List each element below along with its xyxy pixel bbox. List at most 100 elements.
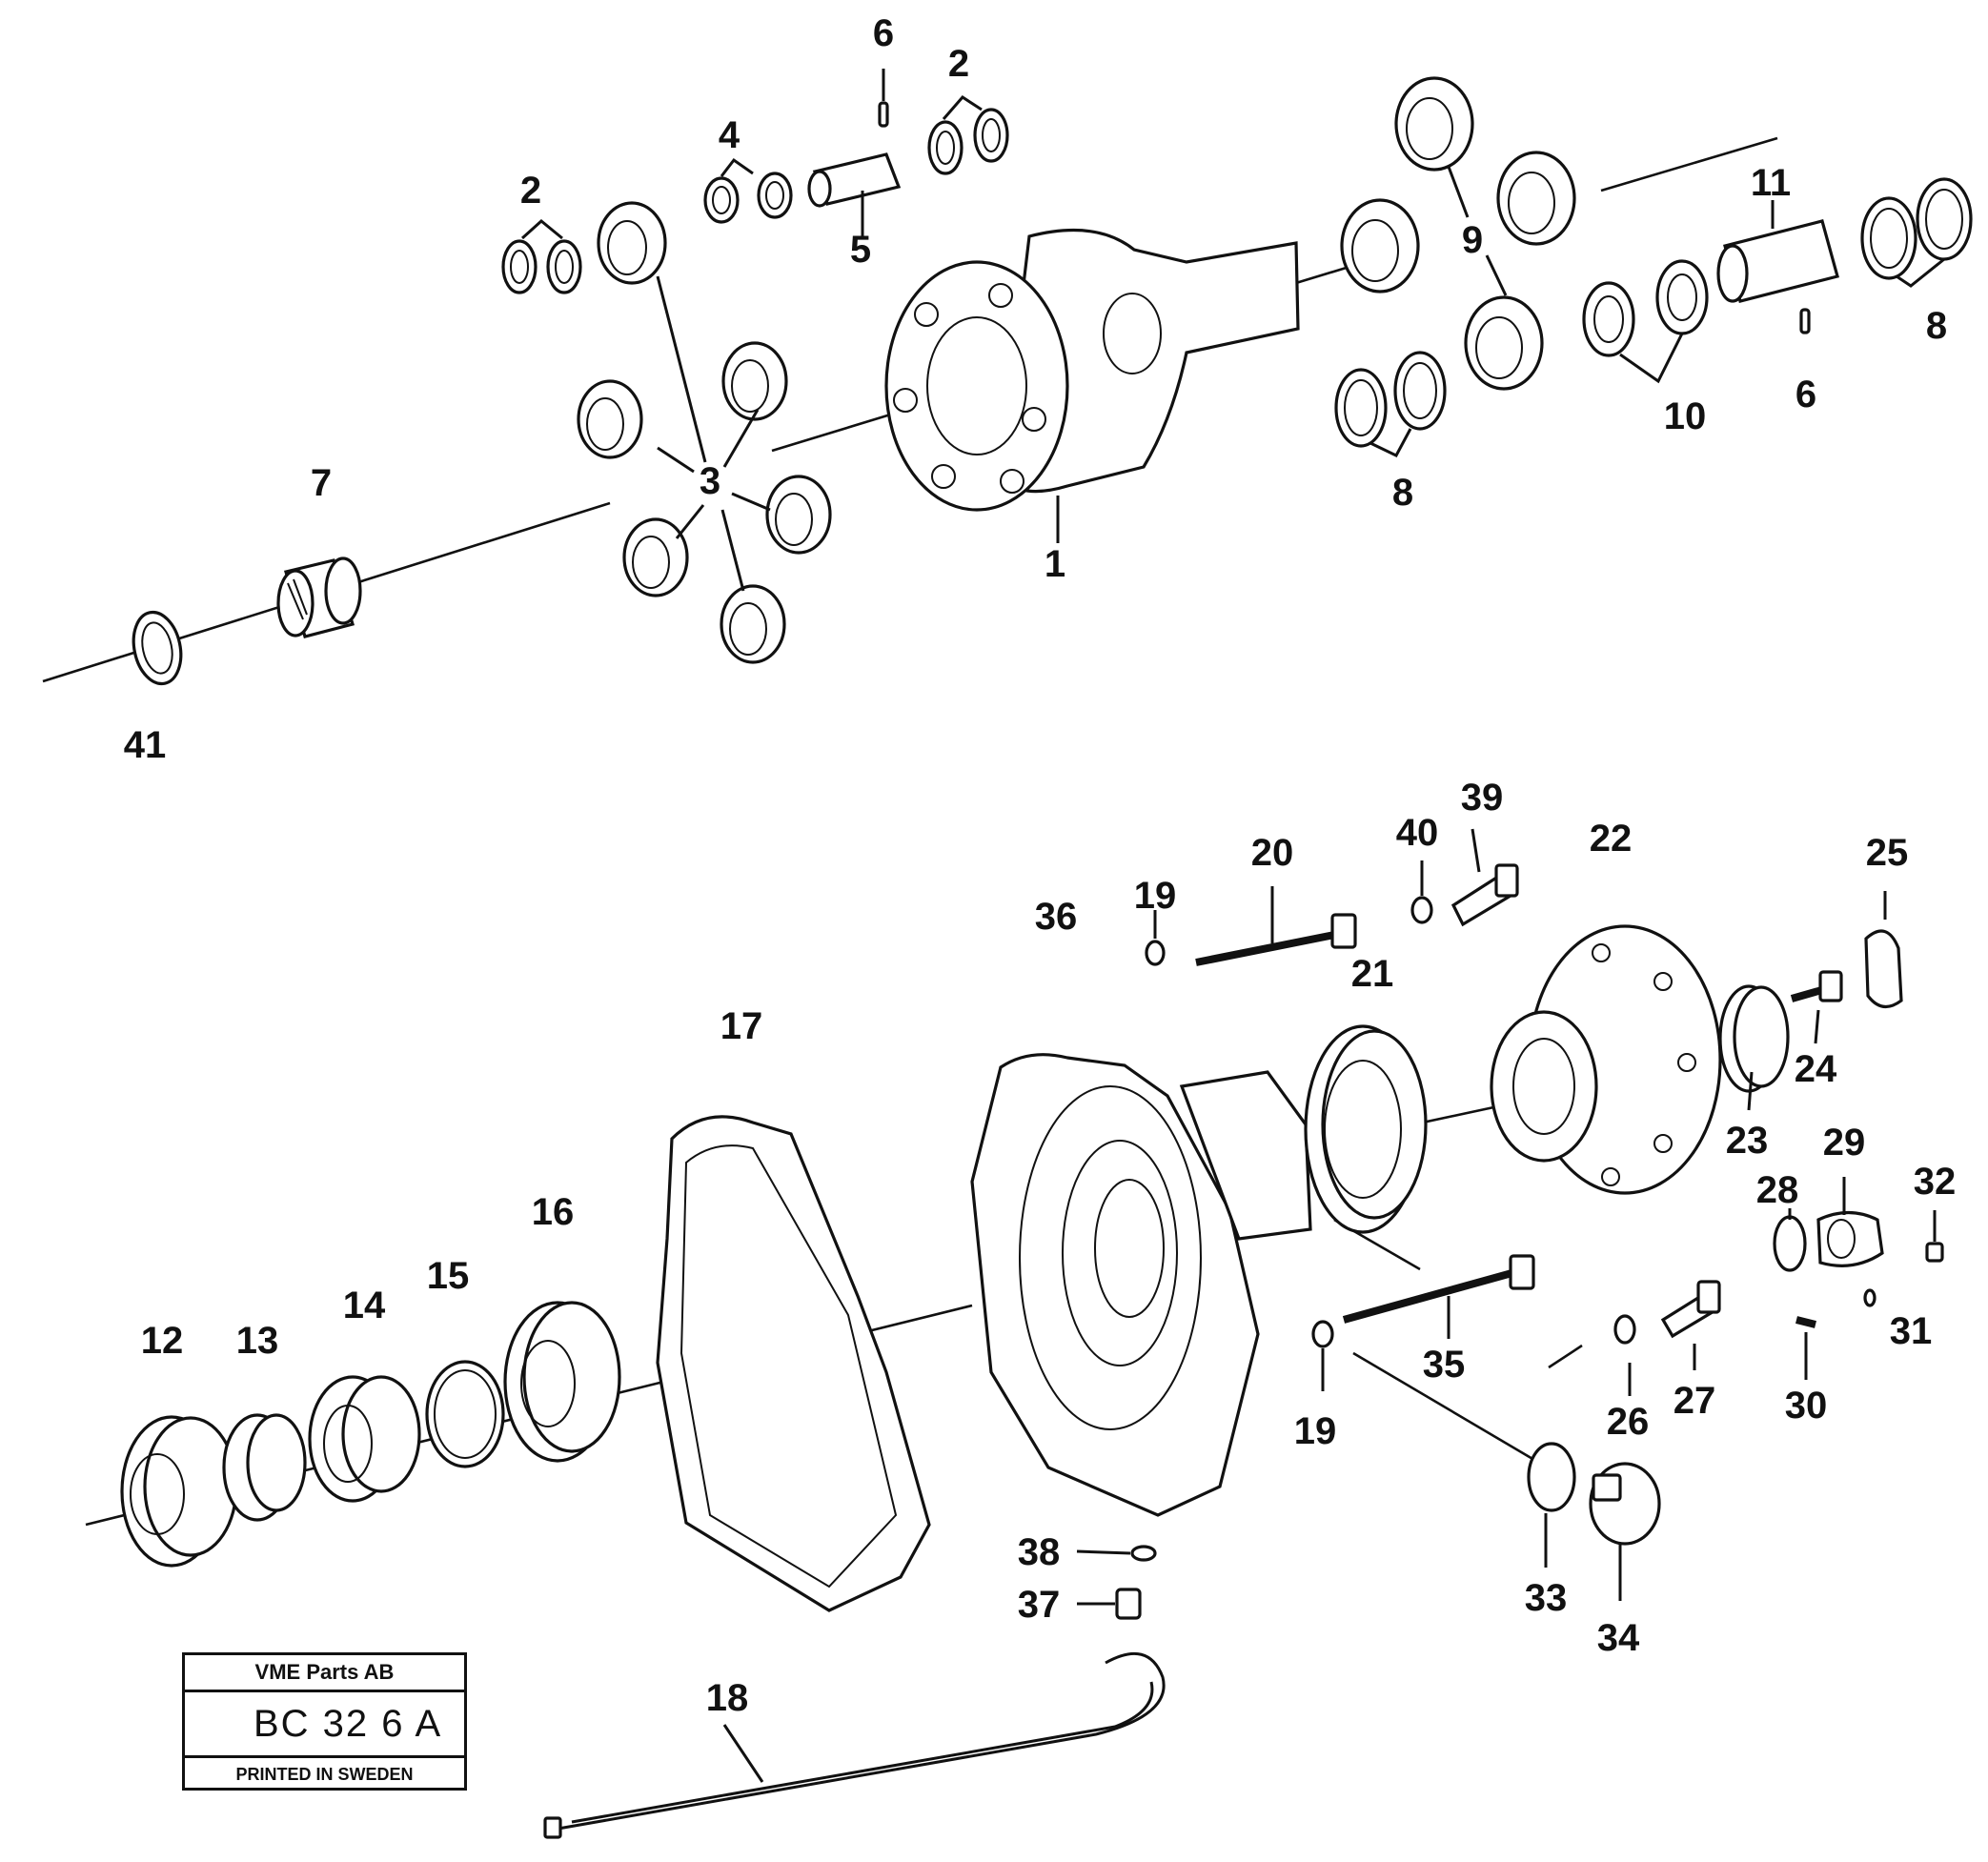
washer-26: [1613, 1314, 1636, 1396]
planet-gears-3: [577, 201, 832, 664]
callout-7: 7: [311, 462, 332, 504]
gear: [1340, 198, 1420, 293]
washer-38: [1076, 1545, 1157, 1562]
o-ring-40: [1410, 860, 1433, 924]
pin-11: [1716, 200, 1839, 303]
title-block-company: VME Parts AB: [185, 1655, 464, 1692]
planet-gear: [622, 517, 689, 597]
lower-axis-plug: [1352, 1351, 1540, 1465]
callout-17: 17: [720, 1005, 763, 1047]
gear: [1496, 151, 1576, 246]
planet-gear: [721, 341, 788, 421]
callout-2-left: 2: [520, 170, 541, 212]
thrust-washer-41: [132, 610, 183, 686]
callout-12: 12: [141, 1320, 184, 1362]
needle-bearings-4: [703, 157, 793, 224]
gasket-17: [656, 1115, 931, 1612]
washer-19-upper: [1145, 910, 1166, 966]
callout-16: 16: [532, 1191, 575, 1233]
washers-2-left: [501, 219, 582, 294]
planet-pin-5: [807, 152, 902, 236]
callout-labels: 1 2 2 3 4 5 6 6 7 8 8 9 10 11 12 13 14 1…: [124, 12, 1957, 1719]
title-block-printed: PRINTED IN SWEDEN: [235, 1765, 414, 1784]
callout-15: 15: [427, 1255, 470, 1297]
wire-harness-18: [543, 1651, 1166, 1839]
lower-assembly: [85, 828, 1944, 1839]
callout-35: 35: [1423, 1344, 1466, 1386]
gear-ring-14: [308, 1375, 421, 1503]
gears-9: [1340, 76, 1576, 391]
callout-22: 22: [1590, 818, 1633, 860]
washers-2-top: [927, 95, 1009, 175]
washer-19-lower: [1311, 1320, 1334, 1391]
lock-plate-25: [1864, 891, 1903, 1008]
bolt-20: [1195, 886, 1357, 966]
callout-31: 31: [1890, 1310, 1933, 1352]
callout-18: 18: [706, 1677, 749, 1719]
callout-25: 25: [1866, 832, 1909, 874]
callout-28: 28: [1756, 1169, 1799, 1211]
flange-22: [1490, 924, 1722, 1195]
callout-38: 38: [1018, 1531, 1061, 1573]
cap-23: [1718, 984, 1790, 1111]
callout-30: 30: [1785, 1385, 1828, 1427]
sensor-27: [1660, 1280, 1721, 1370]
callout-41: 41: [124, 724, 167, 766]
callout-39: 39: [1461, 777, 1504, 819]
callout-6-top: 6: [873, 12, 894, 54]
housing-36: [970, 1053, 1312, 1517]
planet-gear: [765, 475, 832, 555]
callout-37: 37: [1018, 1584, 1061, 1626]
valve-39: [1450, 828, 1519, 927]
gear: [1464, 295, 1544, 391]
callout-6-right: 6: [1795, 374, 1816, 415]
callout-14: 14: [343, 1285, 386, 1326]
fitting-37: [1077, 1588, 1142, 1620]
plug-34: [1589, 1462, 1661, 1601]
planet-gear: [597, 201, 667, 285]
needle-bearings-10: [1582, 259, 1709, 384]
washers-8-right: [1860, 177, 1973, 288]
callout-29: 29: [1823, 1122, 1866, 1164]
seal-21: [1304, 1024, 1428, 1234]
bolt-24: [1790, 970, 1843, 1044]
bearing-12: [120, 1415, 238, 1568]
race-ring-13: [222, 1413, 307, 1522]
nut-32: [1925, 1210, 1944, 1263]
planet-gear: [577, 379, 643, 459]
callout-27: 27: [1674, 1380, 1716, 1422]
callout-23: 23: [1726, 1120, 1769, 1162]
callout-36: 36: [1035, 896, 1078, 938]
callout-1: 1: [1045, 543, 1065, 585]
snap-ring-15: [425, 1360, 505, 1468]
callout-32: 32: [1914, 1161, 1957, 1203]
callout-11: 11: [1751, 162, 1791, 204]
o-ring-28: [1773, 1208, 1807, 1272]
needle-bearing-7: [276, 557, 362, 638]
callout-20: 20: [1251, 832, 1294, 874]
callout-8-mid: 8: [1392, 472, 1413, 514]
callout-19-upper: 19: [1134, 875, 1177, 917]
title-block-code: BC 32 6 A: [185, 1692, 464, 1758]
roll-pin-6-right: [1799, 308, 1811, 334]
gear: [1394, 76, 1474, 172]
callout-34: 34: [1597, 1617, 1640, 1659]
upper-assembly: [42, 69, 1973, 686]
lower-axis-sensor: [1548, 1344, 1583, 1369]
callout-40: 40: [1396, 812, 1439, 854]
callout-33: 33: [1525, 1577, 1568, 1619]
roll-pin-6-top: [878, 69, 889, 128]
bearing-16: [503, 1301, 621, 1463]
washer-31: [1863, 1288, 1876, 1307]
cover-29: [1816, 1177, 1884, 1267]
title-block: VME Parts AB BC 32 6 A PRINTED IN SWEDEN: [182, 1652, 467, 1791]
callout-21: 21: [1351, 953, 1394, 995]
bolt-35: [1342, 1254, 1535, 1339]
o-ring-33: [1527, 1442, 1576, 1568]
callout-8-right: 8: [1926, 305, 1947, 347]
callout-4: 4: [719, 114, 740, 156]
planet-gear: [720, 584, 786, 664]
callout-24: 24: [1795, 1048, 1837, 1090]
